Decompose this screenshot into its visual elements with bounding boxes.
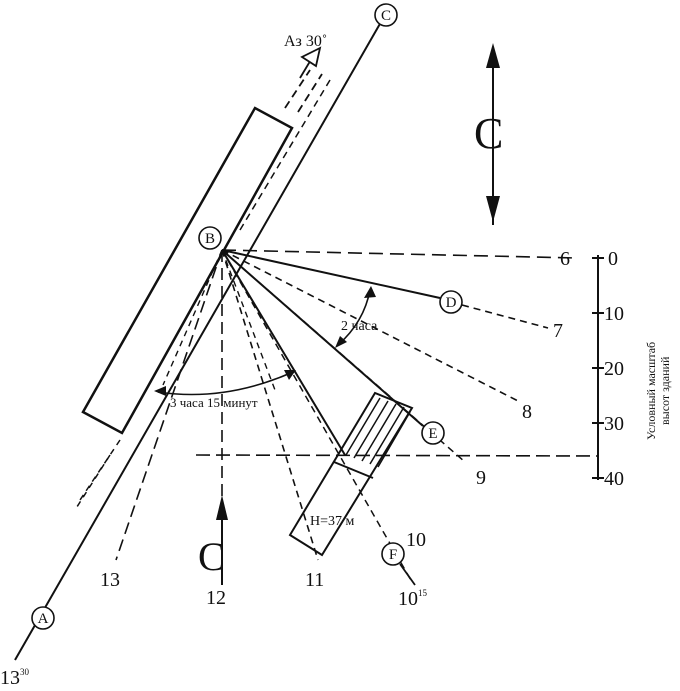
- point-d-circle: [439, 290, 463, 314]
- dash-sw-1: [79, 439, 121, 501]
- ray-8: [221, 249, 521, 403]
- angle-label-2h: 2 часа: [341, 319, 378, 334]
- point-c-circle: [374, 3, 398, 27]
- north-letter-bottom: С: [198, 534, 225, 579]
- scale-label-10: 10: [604, 303, 624, 325]
- azimuth-arrow-head: [300, 46, 322, 68]
- point-a-circle: [31, 606, 55, 630]
- dash-ne-1: [284, 69, 311, 109]
- hatch-4: [369, 406, 405, 465]
- point-a-label: A: [38, 611, 49, 627]
- hour-label-9: 9: [476, 467, 486, 489]
- ray-d: [221, 249, 441, 299]
- time-bottom-left: 1330: [0, 667, 30, 689]
- hatch-1: [345, 397, 381, 456]
- hour-label-12: 12: [206, 587, 226, 609]
- scale-label-40: 40: [604, 468, 624, 490]
- angle-label-3h15m: 3 часа 15 минут: [170, 395, 258, 410]
- arc-3h15m: [157, 371, 294, 396]
- hour-label-11: 11: [305, 569, 324, 591]
- ray-11: [221, 249, 319, 561]
- hour-label-8: 8: [522, 401, 532, 423]
- hour-label-6: 6: [560, 248, 570, 270]
- scale-title-line1: Условный масштаб: [644, 342, 658, 440]
- time-bottom-right-main: 10: [398, 588, 418, 610]
- time-bottom-right-sup: 15: [418, 588, 428, 598]
- north-letter-top: С: [474, 109, 503, 158]
- dash-ne-2: [297, 73, 323, 113]
- point-d-label: D: [446, 295, 457, 311]
- point-b-circle: [198, 226, 222, 250]
- scale-label-20: 20: [604, 358, 624, 380]
- time-bottom-left-sup: 30: [20, 667, 30, 677]
- hatch-2: [353, 400, 389, 459]
- north-arrow-head: [486, 43, 500, 68]
- building-small-cut: [333, 461, 374, 479]
- height-reference-line: [195, 454, 599, 457]
- time-bottom-left-main: 13: [0, 667, 20, 689]
- scale-label-30: 30: [604, 413, 624, 435]
- height-label: H=37 м: [310, 514, 355, 529]
- ray-13: [115, 249, 223, 561]
- hour-label-10: 10: [406, 529, 426, 551]
- dash-ne-3: [239, 79, 331, 231]
- point-e-circle: [421, 421, 445, 445]
- ray-d-extension: [461, 304, 549, 329]
- point-e-label: E: [428, 426, 437, 442]
- azimuth-label: Аз 30˚: [284, 33, 327, 50]
- scale-label-0: 0: [608, 248, 618, 270]
- south-arrow-head: [216, 495, 228, 520]
- arc-3h15m-arrow-right: [284, 370, 296, 380]
- point-f-circle: [381, 542, 405, 566]
- ray-f: [221, 249, 413, 583]
- building-long: [81, 106, 294, 435]
- f-tail: [399, 563, 416, 586]
- line-a-c: [14, 14, 386, 661]
- hatch-5: [377, 411, 411, 468]
- arc-2h-arrow-top: [364, 286, 376, 298]
- ray-6: [221, 249, 579, 259]
- north-arrow-tail: [486, 196, 500, 222]
- scale-title-line2: высот зданий: [658, 356, 672, 425]
- ray-11-solid: [221, 249, 346, 456]
- time-bottom-right: 1015: [398, 588, 428, 610]
- building-small: [288, 391, 414, 557]
- ray-inner-2: [221, 249, 276, 391]
- hatch-3: [361, 403, 397, 462]
- point-f-label: F: [389, 547, 397, 563]
- arc-3h15m-arrow-left: [154, 386, 166, 396]
- point-b-label: B: [205, 231, 215, 247]
- point-c-label: C: [381, 8, 391, 24]
- hour-label-7: 7: [553, 320, 563, 342]
- hour-label-13: 13: [100, 569, 120, 591]
- ray-13-inner: [162, 249, 223, 386]
- arc-2h-arrow-bottom: [335, 336, 347, 348]
